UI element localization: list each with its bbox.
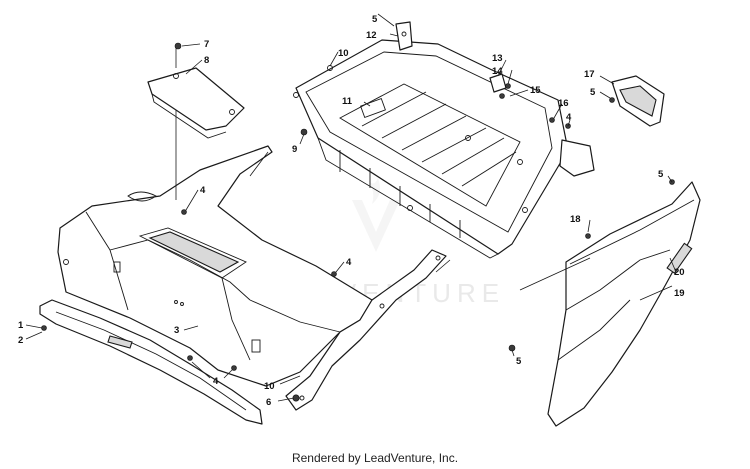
callout-4b: 4 xyxy=(346,257,352,268)
callout-6: 6 xyxy=(266,397,271,408)
callout-18: 18 xyxy=(570,214,581,225)
callout-7: 7 xyxy=(204,39,209,50)
callout-4d: 4 xyxy=(566,112,572,123)
callout-12: 12 xyxy=(366,30,377,41)
callout-5c: 5 xyxy=(658,169,664,180)
part-tail-light xyxy=(611,75,665,127)
callout-5a: 5 xyxy=(372,14,378,25)
callout-3: 3 xyxy=(174,325,179,336)
callout-11: 11 xyxy=(342,96,353,107)
callout-1: 1 xyxy=(18,320,24,331)
part-front-trim xyxy=(39,299,263,425)
callout-14: 14 xyxy=(492,66,503,77)
callout-10b: 10 xyxy=(264,381,275,392)
callout-15: 15 xyxy=(530,85,541,96)
callout-2: 2 xyxy=(18,335,23,346)
callout-5b: 5 xyxy=(590,87,596,98)
callout-13: 13 xyxy=(492,53,503,64)
callout-labels: 1 2 3 4 4 4 4 5 5 5 5 6 7 8 9 10 10 11 1… xyxy=(18,14,685,408)
part-center-console xyxy=(57,145,373,387)
leadventure-logo-icon xyxy=(352,178,400,252)
callout-17: 17 xyxy=(584,69,595,80)
callout-9: 9 xyxy=(292,144,297,155)
callout-5d: 5 xyxy=(516,356,522,367)
part-storage-lid xyxy=(147,67,245,139)
callout-20: 20 xyxy=(674,267,685,278)
part-floor-panel xyxy=(285,249,447,411)
part-cargo-box xyxy=(293,39,595,259)
callout-10a: 10 xyxy=(338,48,349,59)
callout-19: 19 xyxy=(674,288,685,299)
credit-text: Rendered by LeadVenture, Inc. xyxy=(291,451,459,465)
callout-8: 8 xyxy=(204,55,209,66)
fasteners xyxy=(41,42,675,402)
callout-4a: 4 xyxy=(200,185,206,196)
part-bracket-12 xyxy=(395,21,413,51)
callout-4c: 4 xyxy=(213,376,219,387)
leader-lines xyxy=(25,13,677,402)
callout-16: 16 xyxy=(558,98,569,109)
